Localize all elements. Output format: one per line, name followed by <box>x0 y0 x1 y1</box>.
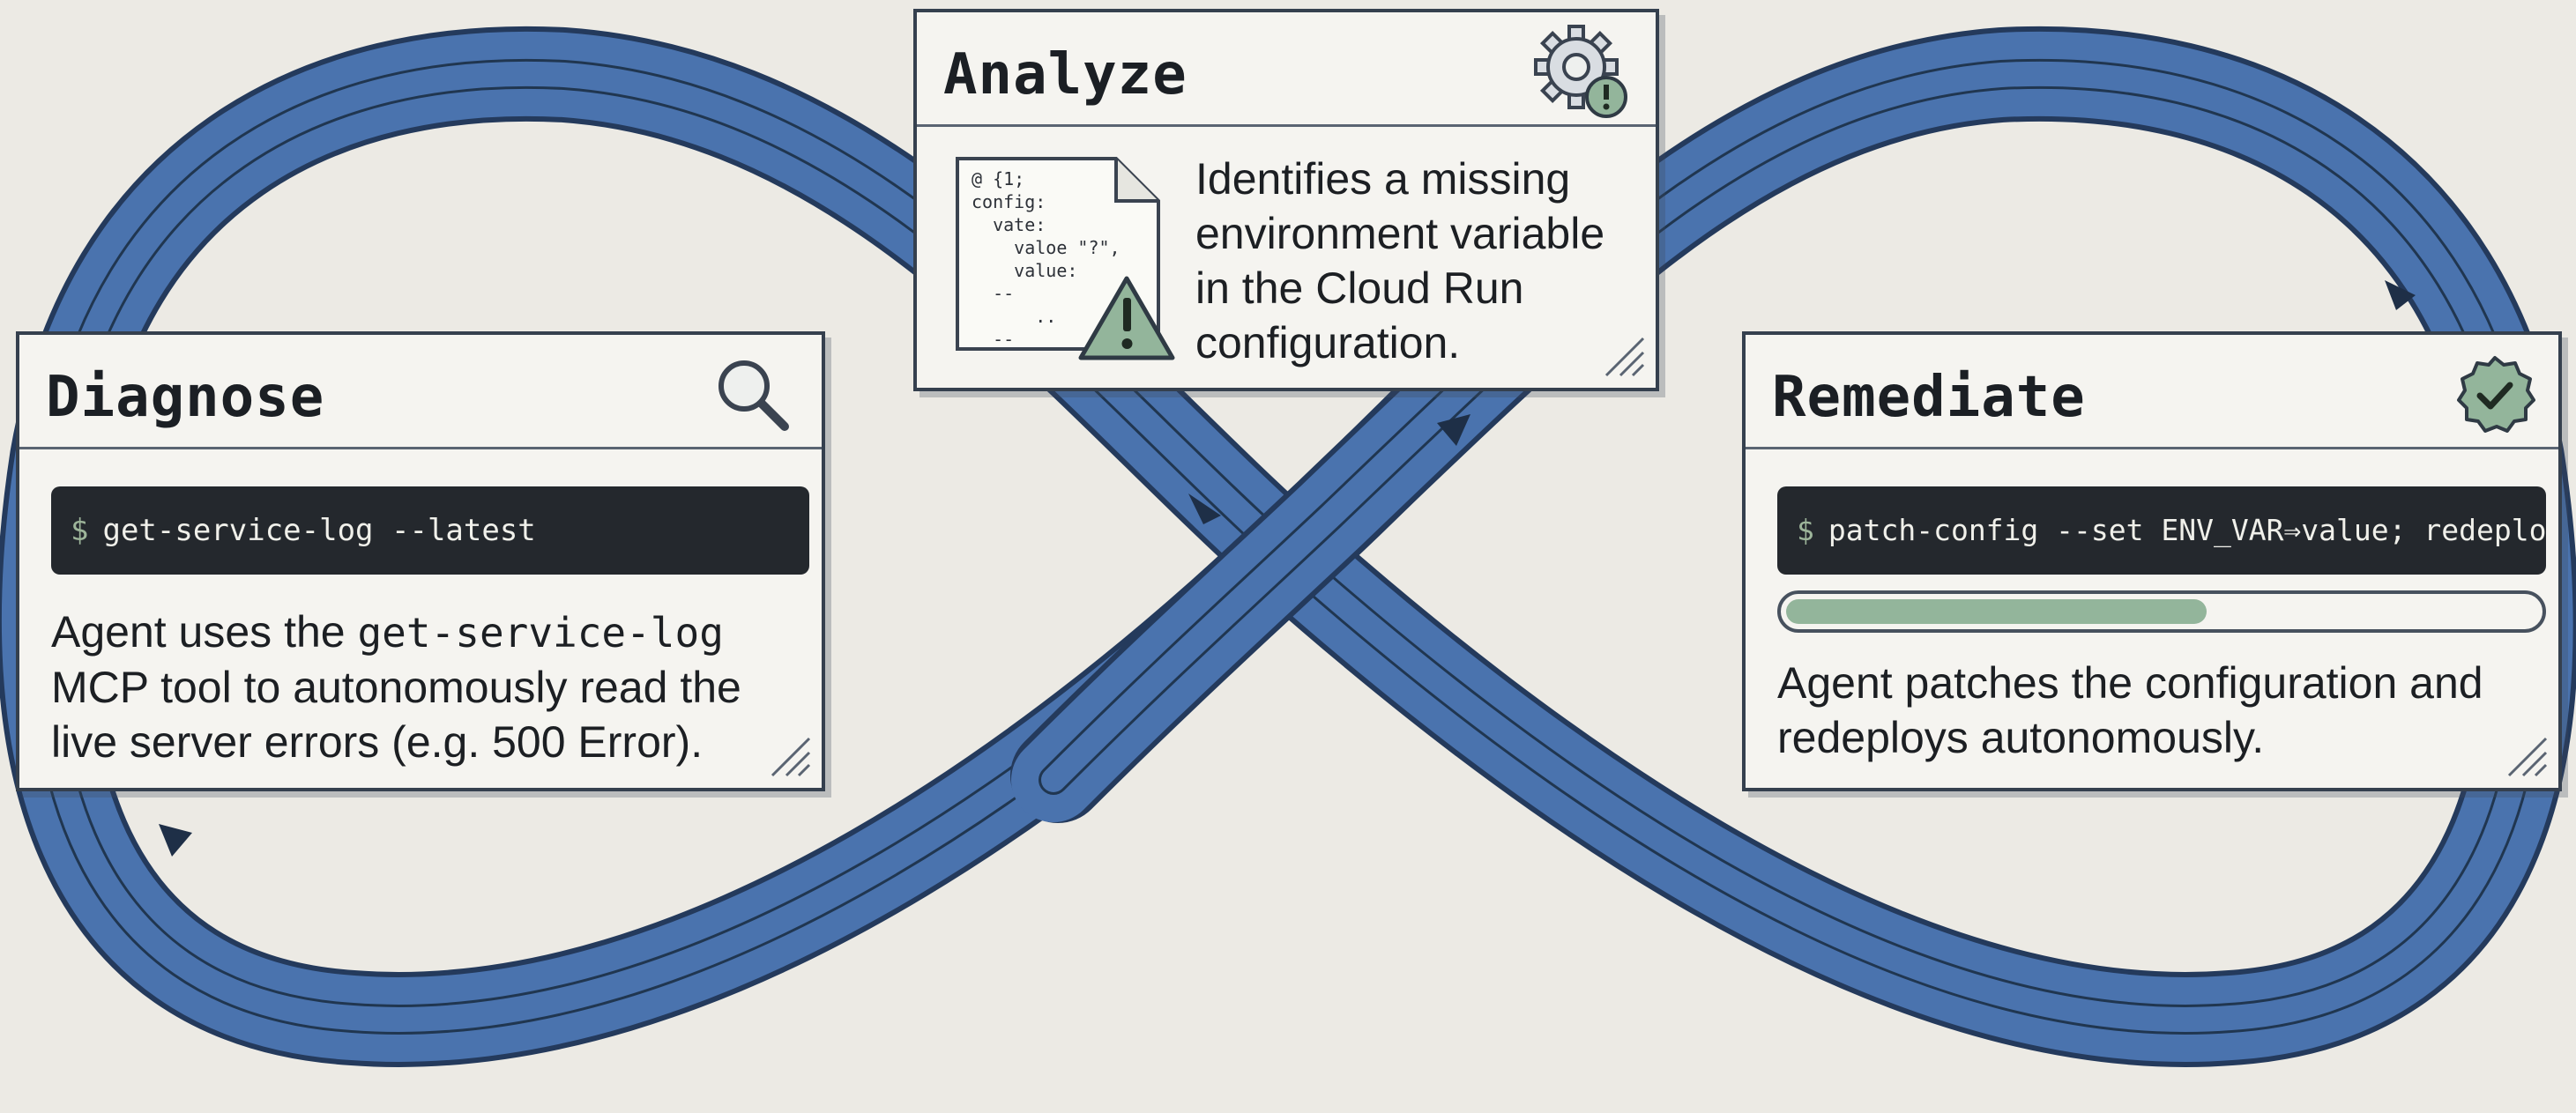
desc-text: MCP tool to autonomously read the live s… <box>51 663 741 767</box>
config-file-warning-icon: @ {1; config: vate: valoe "?", value: --… <box>954 155 1194 367</box>
terminal-prompt: $ <box>1797 513 1814 547</box>
magnifier-icon <box>718 360 789 431</box>
diagnose-header: Diagnose <box>19 335 822 449</box>
remediate-card: Remediate $ patch-config --set ENV_VAR⇒va… <box>1742 331 2562 791</box>
check-badge-icon <box>2457 356 2535 433</box>
remediate-command: patch-config --set ENV_VAR⇒value; redepl… <box>1828 513 2546 547</box>
analyze-card: Analyze <box>913 9 1659 391</box>
analyze-header: Analyze <box>917 12 1656 127</box>
config-code-snippet: @ {1; config: vate: valoe "?", value: --… <box>972 168 1120 350</box>
remediate-title: Remediate <box>1772 365 2086 430</box>
remediate-description: Agent patches the configuration and rede… <box>1777 658 2483 762</box>
resize-grip-icon <box>771 737 811 777</box>
diagnose-title: Diagnose <box>46 365 325 430</box>
diagnose-terminal: $ get-service-log --latest <box>51 486 809 575</box>
progress-fill <box>1786 599 2207 624</box>
config-document-icon <box>956 157 1175 360</box>
terminal-prompt: $ <box>71 513 89 548</box>
resize-grip-icon <box>1604 337 1645 377</box>
analyze-description: Identifies a missing environment variabl… <box>1195 154 1605 367</box>
flow-arrow <box>159 824 192 857</box>
redeploy-progress-bar <box>1777 590 2546 633</box>
analyze-title: Analyze <box>943 42 1187 108</box>
gear-alert-icon <box>1534 25 1627 118</box>
flow-arrow <box>1188 493 1221 524</box>
resize-grip-icon <box>2507 737 2548 777</box>
desc-text: Agent uses the <box>51 607 358 657</box>
diagnose-description: Agent uses the get-service-log MCP tool … <box>51 605 809 769</box>
diagnose-command: get-service-log --latest <box>102 513 536 548</box>
diagnose-card: Diagnose $ get-service-log --latest Agent… <box>16 331 825 791</box>
remediate-header: Remediate <box>1746 335 2558 449</box>
flow-arrow <box>1437 414 1470 446</box>
remediate-terminal: $ patch-config --set ENV_VAR⇒value; redep… <box>1777 486 2546 575</box>
desc-code: get-service-log <box>357 609 724 657</box>
flow-arrow <box>2385 280 2416 310</box>
